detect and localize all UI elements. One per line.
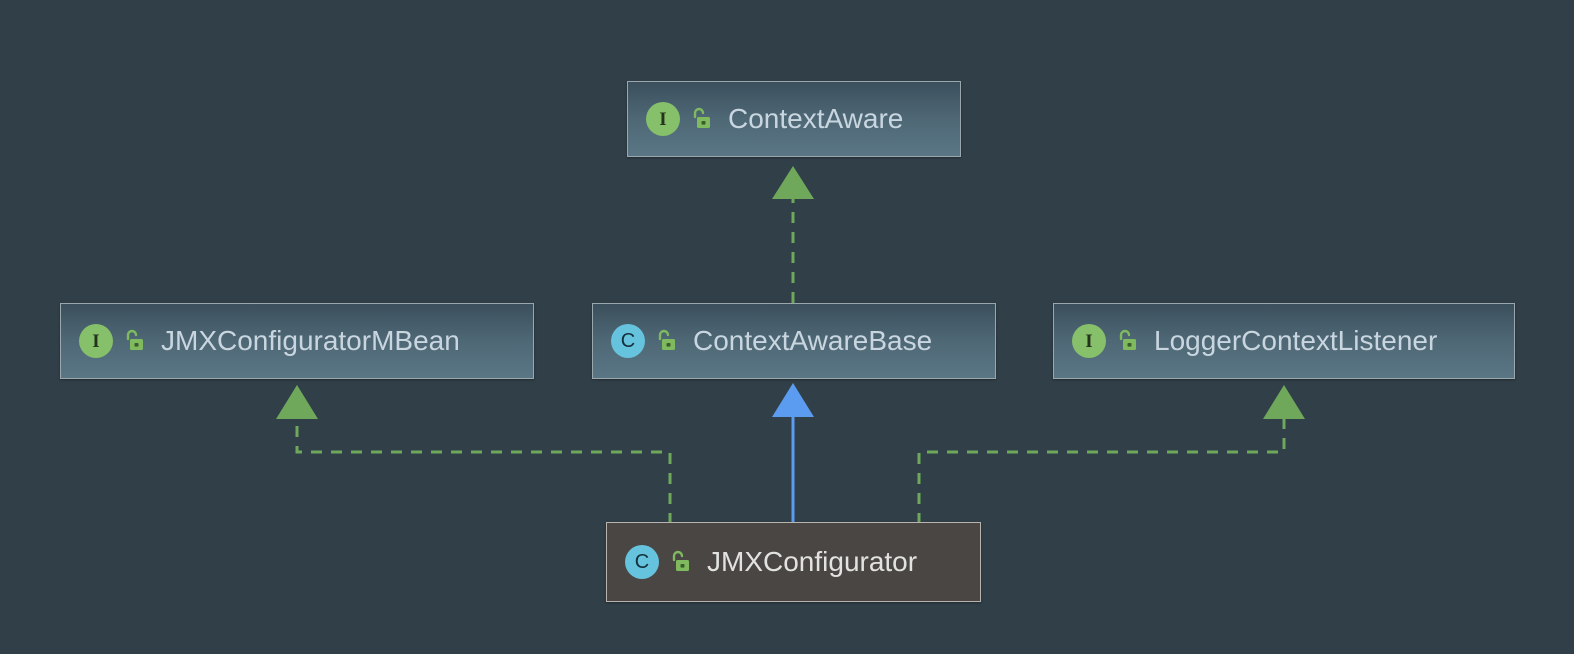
node-icon-group: I [1072, 324, 1138, 358]
node-context-aware-base[interactable]: C ContextAwareBase [592, 303, 996, 379]
interface-badge-icon: I [1072, 324, 1106, 358]
realization-arrowhead [1263, 385, 1305, 419]
realization-arrowhead [772, 166, 814, 199]
node-label: ContextAware [728, 103, 904, 134]
class-badge-icon: C [625, 545, 659, 579]
class-badge-icon: C [611, 324, 645, 358]
node-icon-group: C [625, 545, 691, 579]
node-label: ContextAwareBase [693, 325, 933, 356]
node-label: JMXConfiguratorMBean [161, 325, 460, 356]
node-jmx-configurator-mbean[interactable]: I JMXConfiguratorMBean [60, 303, 534, 379]
node-label: JMXConfigurator [707, 546, 918, 577]
unlocked-padlock-icon [126, 329, 143, 350]
unlocked-padlock-icon [1119, 329, 1136, 350]
node-logger-context-listener[interactable]: I LoggerContextListener [1053, 303, 1515, 379]
interface-badge-icon: I [646, 102, 680, 136]
node-context-aware[interactable]: I ContextAware [627, 81, 961, 157]
node-icon-group: I [646, 102, 712, 136]
node-jmx-configurator[interactable]: C JMXConfigurator [606, 522, 981, 602]
unlocked-padlock-icon [693, 107, 710, 128]
node-label: LoggerContextListener [1154, 325, 1438, 356]
realization-line [295, 416, 672, 524]
node-icon-group: I [79, 324, 145, 358]
generalization-arrowhead [772, 383, 814, 417]
unlocked-padlock-icon [672, 550, 689, 571]
realization-line [917, 416, 1286, 524]
edge-jmx-configurator-implements-logger-context-listener[interactable] [917, 385, 1305, 524]
edge-jmx-configurator-extends-context-aware-base[interactable] [772, 383, 814, 524]
edge-jmx-configurator-implements-jmx-configurator-mbean[interactable] [276, 385, 672, 524]
interface-badge-icon: I [79, 324, 113, 358]
edge-context-aware-base-implements-context-aware[interactable] [772, 166, 814, 303]
realization-arrowhead [276, 385, 318, 419]
unlocked-padlock-icon [658, 329, 675, 350]
node-icon-group: C [611, 324, 677, 358]
